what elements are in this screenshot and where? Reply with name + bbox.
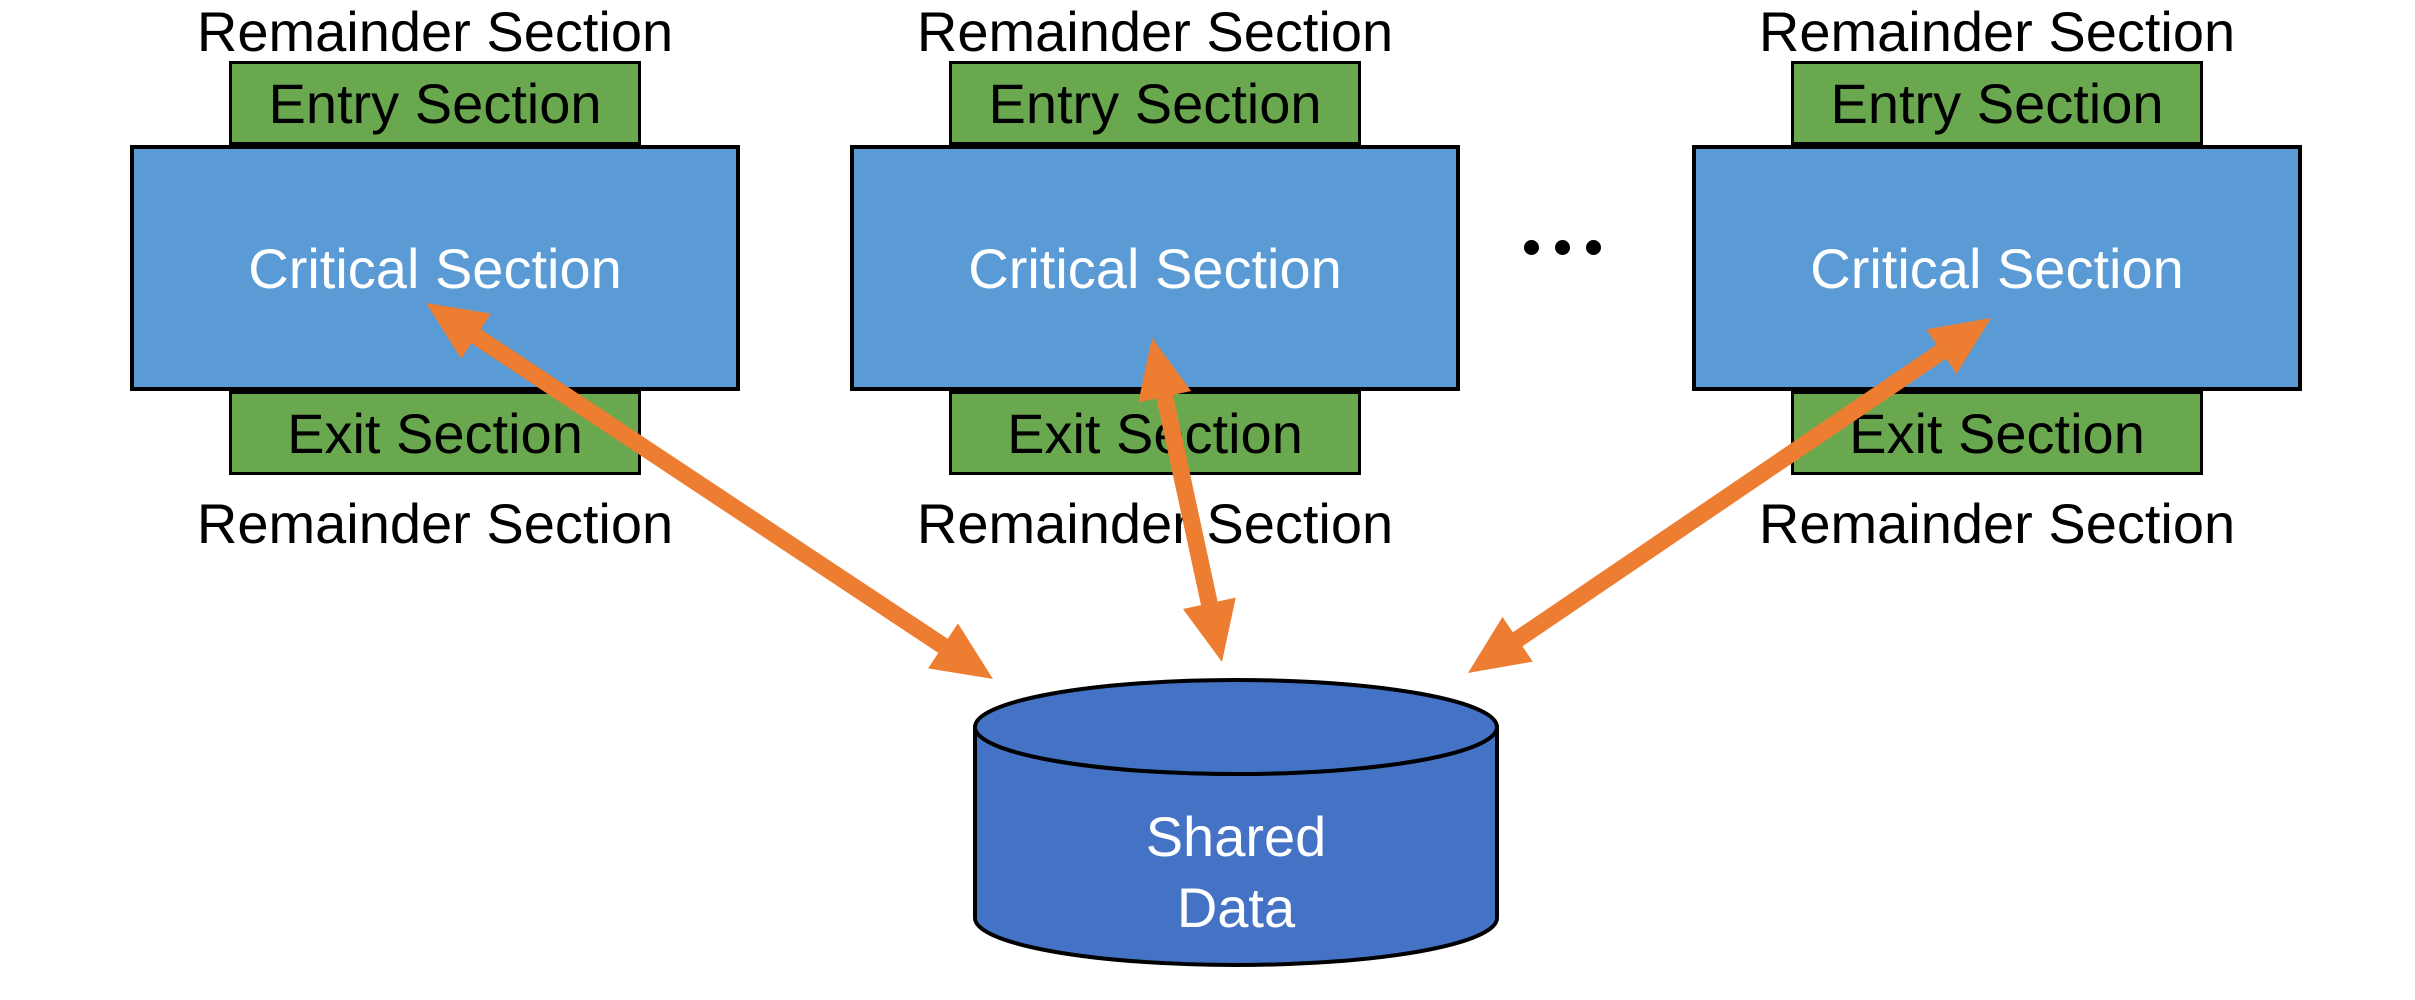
exit-section-box: Exit Section xyxy=(1791,391,2203,475)
remainder-section-top-label: Remainder Section xyxy=(1758,0,2236,63)
ellipsis-dot xyxy=(1555,240,1570,255)
critical-section-box: Critical Section xyxy=(130,145,740,391)
arrowhead-icon xyxy=(1182,597,1236,662)
process-column-3: Remainder Section Entry Section Critical… xyxy=(1692,0,2302,560)
entry-section-box: Entry Section xyxy=(949,61,1361,145)
shared-data-label-line2: Data xyxy=(1176,876,1296,939)
arrowhead-icon xyxy=(1468,616,1533,673)
shared-data-cylinder-top xyxy=(973,678,1499,776)
ellipsis-dot xyxy=(1524,240,1539,255)
remainder-section-bottom-label: Remainder Section xyxy=(1758,492,2236,555)
remainder-section-bottom-label: Remainder Section xyxy=(196,492,674,555)
exit-section-box: Exit Section xyxy=(949,391,1361,475)
ellipsis-dot xyxy=(1586,240,1601,255)
entry-section-box: Entry Section xyxy=(229,61,641,145)
remainder-section-top-label: Remainder Section xyxy=(916,0,1394,63)
exit-section-box: Exit Section xyxy=(229,391,641,475)
shared-data-label-line1: Shared xyxy=(1145,805,1327,868)
critical-section-box: Critical Section xyxy=(1692,145,2302,391)
shared-data-label: Shared Data xyxy=(975,772,1497,972)
arrowhead-icon xyxy=(928,623,993,679)
ellipsis-icon xyxy=(1524,240,1601,255)
remainder-section-top-label: Remainder Section xyxy=(196,0,674,63)
remainder-section-bottom-label: Remainder Section xyxy=(916,492,1394,555)
process-column-1: Remainder Section Entry Section Critical… xyxy=(130,0,740,560)
entry-section-box: Entry Section xyxy=(1791,61,2203,145)
process-column-2: Remainder Section Entry Section Critical… xyxy=(850,0,1460,560)
critical-section-box: Critical Section xyxy=(850,145,1460,391)
